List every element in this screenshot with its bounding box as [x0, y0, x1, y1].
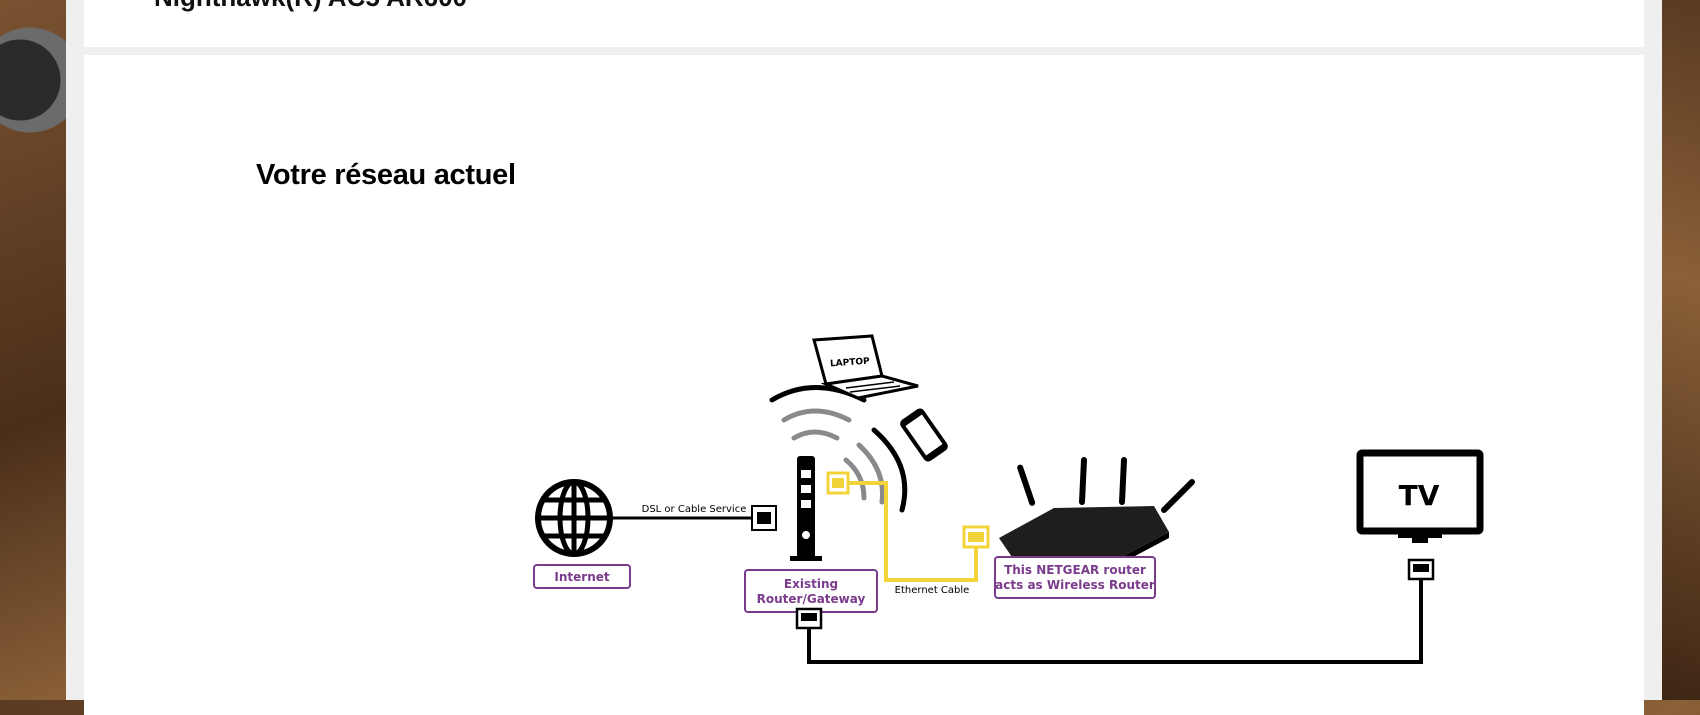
dsl-label: DSL or Cable Service [642, 504, 747, 515]
internet-label-box [533, 564, 631, 589]
network-diagram: Internet DSL or Cable Service [533, 334, 1484, 664]
main-card: Votre réseau actuel Internet DSL or Cabl… [84, 55, 1644, 715]
netgear-label-line1: This NETGEAR router [1004, 563, 1146, 577]
globe-icon [535, 479, 613, 557]
laptop-icon [812, 334, 919, 400]
netgear-label-line2: acts as Wireless Router [995, 578, 1155, 592]
page-title: Nighthawk(R) AC5 AR600 [154, 0, 467, 13]
netgear-label-box [994, 556, 1156, 599]
existing-router-label-line2: Router/Gateway [757, 592, 866, 606]
bottom-cable [795, 558, 1435, 664]
ethernet-cable [826, 471, 990, 582]
internet-label: Internet [554, 570, 609, 584]
dsl-port-icon [751, 505, 777, 531]
tv-icon [1356, 449, 1484, 543]
netgear-router-icon [999, 457, 1195, 566]
ethernet-label: Ethernet Cable [895, 585, 970, 596]
desk-background-left [0, 0, 66, 700]
tv-label: TV [1399, 479, 1440, 512]
existing-router-label-line1: Existing [784, 577, 838, 591]
smartphone-icon [900, 408, 948, 462]
header-card: Nighthawk(R) AC5 AR600 [84, 0, 1644, 47]
laptop-label: LAPTOP [830, 357, 871, 370]
section-title: Votre réseau actuel [256, 159, 516, 191]
desk-background-right [1662, 0, 1700, 700]
content-panel: Nighthawk(R) AC5 AR600 Votre réseau actu… [66, 0, 1662, 715]
existing-router-icon [790, 456, 822, 561]
